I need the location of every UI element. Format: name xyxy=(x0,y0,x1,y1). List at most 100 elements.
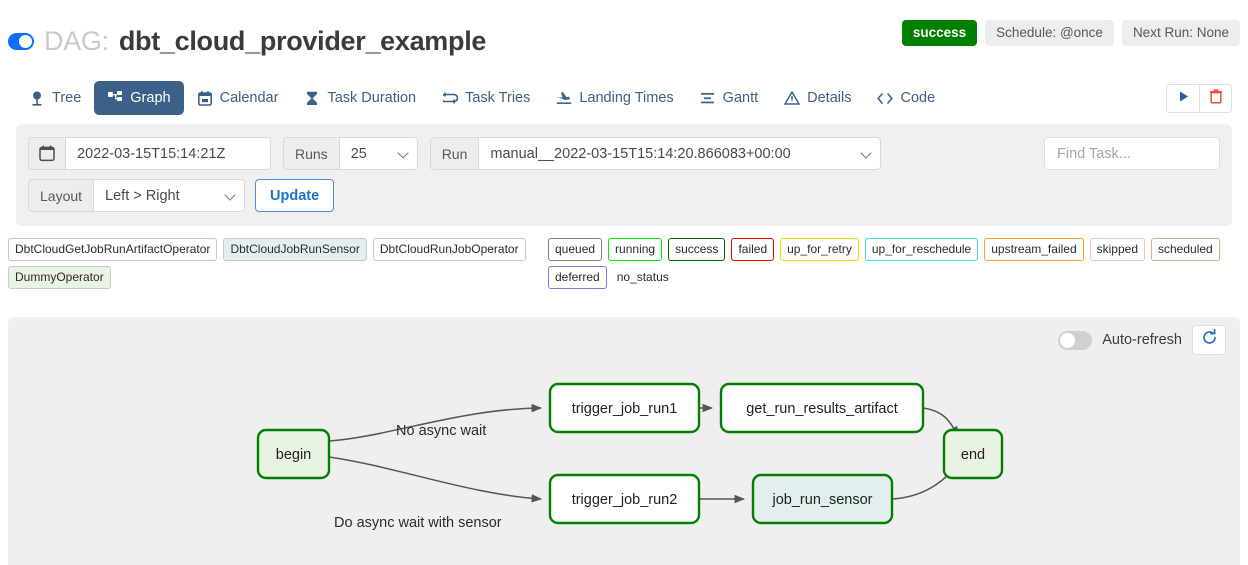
dag-pause-toggle[interactable] xyxy=(8,33,34,50)
schedule-badge[interactable]: Schedule: @once xyxy=(985,20,1114,46)
legend-state-scheduled[interactable]: scheduled xyxy=(1151,238,1220,261)
status-badge: success xyxy=(901,20,978,46)
edge-label-do-async-wait-with-sensor: Do async wait with sensor xyxy=(334,515,502,531)
legend-state-queued[interactable]: queued xyxy=(548,238,603,261)
tab-label: Tree xyxy=(52,90,82,106)
dag-run-value: manual__2022-03-15T15:14:20.866083+00:00 xyxy=(490,145,791,162)
run-label: Run xyxy=(429,137,479,170)
refresh-button[interactable] xyxy=(1192,325,1226,355)
auto-refresh-label: Auto-refresh xyxy=(1102,332,1182,348)
tab-label: Calendar xyxy=(219,90,279,106)
legend-state-upstream-failed[interactable]: upstream_failed xyxy=(984,238,1084,261)
delete-dag-button[interactable] xyxy=(1199,84,1232,113)
node-end[interactable]: end xyxy=(942,428,1004,480)
runs-label: Runs xyxy=(283,137,339,170)
tab-label: Details xyxy=(807,90,852,106)
base-date-input[interactable]: 2022-03-15T15:14:21Z xyxy=(65,137,271,170)
legend-operator-chip[interactable]: DbtCloudJobRunSensor xyxy=(223,238,367,261)
legend-state-skipped[interactable]: skipped xyxy=(1089,238,1145,261)
state-legend: queued running success failed up_for_ret… xyxy=(548,238,1242,289)
node-get-run-results-artifact[interactable]: get_run_results_artifact xyxy=(719,382,925,434)
tab-task-tries[interactable]: Task Tries xyxy=(429,81,543,115)
edge-begin-to-trigger-job-run2 xyxy=(328,456,543,503)
tab-label: Graph xyxy=(130,90,171,106)
toolbar-row-bottom: Layout Left > Right Update xyxy=(28,179,1220,212)
legend-state-success[interactable]: success xyxy=(668,238,726,261)
legend-operator-chip[interactable]: DbtCloudRunJobOperator xyxy=(372,238,526,261)
legend-operator-chip[interactable]: DummyOperator xyxy=(8,266,111,289)
node-begin[interactable]: begin xyxy=(256,428,331,480)
node-label: trigger_job_run1 xyxy=(572,401,678,417)
legend-state-deferred[interactable]: deferred xyxy=(548,266,607,289)
node-job-run-sensor[interactable]: job_run_sensor xyxy=(751,473,894,525)
view-tabs: Tree Graph Calendar Task Duration Task T… xyxy=(0,72,1248,124)
layout-group: Layout Left > Right xyxy=(28,179,246,212)
gantt-icon xyxy=(700,90,716,106)
node-trigger-job-run2[interactable]: trigger_job_run2 xyxy=(548,473,701,525)
tab-gantt[interactable]: Gantt xyxy=(687,81,771,115)
dag-toolbar: 2022-03-15T15:14:21Z Runs 25 Run manual_… xyxy=(16,124,1232,226)
legend-state-running[interactable]: running xyxy=(608,238,663,261)
find-task-input[interactable]: Find Task... xyxy=(1044,137,1220,170)
num-runs-value: 25 xyxy=(350,145,367,162)
tab-code[interactable]: Code xyxy=(864,81,948,115)
node-trigger-job-run1[interactable]: trigger_job_run1 xyxy=(548,382,701,434)
legend-state-no-status[interactable]: no_status xyxy=(616,270,669,284)
tab-task-duration[interactable]: Task Duration xyxy=(291,81,429,115)
dag-label: DAG: xyxy=(44,26,109,56)
tab-details[interactable]: Details xyxy=(771,81,864,115)
landing-icon xyxy=(556,90,572,106)
hourglass-icon xyxy=(304,90,320,106)
toolbar-row-top: 2022-03-15T15:14:21Z Runs 25 Run manual_… xyxy=(28,137,1220,170)
update-button[interactable]: Update xyxy=(255,179,335,212)
tab-landing-times[interactable]: Landing Times xyxy=(543,81,686,115)
node-label: begin xyxy=(276,447,311,463)
graph-edge-labels: No async wait Do async wait with sensor xyxy=(334,423,502,531)
tab-tree[interactable]: Tree xyxy=(16,81,94,115)
operator-legend: DbtCloudGetJobRunArtifactOperator DbtClo… xyxy=(8,238,538,289)
code-brackets-icon xyxy=(877,90,894,106)
tab-label: Task Tries xyxy=(465,90,531,106)
trigger-dag-button[interactable] xyxy=(1166,84,1199,113)
legend-state-failed[interactable]: failed xyxy=(731,238,775,261)
page-header: DAG: dbt_cloud_provider_example success … xyxy=(0,0,1248,72)
tab-label: Landing Times xyxy=(579,90,674,106)
legend: DbtCloudGetJobRunArtifactOperator DbtClo… xyxy=(0,238,1248,289)
legend-state-up-for-retry[interactable]: up_for_retry xyxy=(780,238,859,261)
dag-action-buttons xyxy=(1166,84,1232,113)
refresh-icon xyxy=(1201,328,1218,351)
dag-graph[interactable]: No async wait Do async wait with sensor … xyxy=(8,317,1240,565)
edge-begin-to-trigger-job-run1 xyxy=(328,403,543,442)
layout-label: Layout xyxy=(28,179,94,212)
tree-icon xyxy=(29,90,45,106)
tab-calendar[interactable]: Calendar xyxy=(184,81,292,115)
num-runs-group: Runs 25 xyxy=(283,137,418,170)
retry-icon xyxy=(442,90,458,106)
tab-label: Task Duration xyxy=(327,90,417,106)
tab-graph[interactable]: Graph xyxy=(94,81,184,115)
layout-select[interactable]: Left > Right xyxy=(93,179,246,212)
next-run-badge: Next Run: None xyxy=(1121,20,1240,46)
tab-label: Gantt xyxy=(722,90,759,106)
graph-controls: Auto-refresh xyxy=(1058,325,1226,355)
chevron-down-icon xyxy=(860,146,873,159)
dag-name: dbt_cloud_provider_example xyxy=(118,26,487,56)
calendar-icon[interactable] xyxy=(28,137,65,170)
tab-label: Code xyxy=(900,90,936,106)
auto-refresh-toggle[interactable] xyxy=(1058,330,1093,350)
dag-run-select[interactable]: manual__2022-03-15T15:14:20.866083+00:00 xyxy=(478,137,882,170)
legend-operator-chip[interactable]: DbtCloudGetJobRunArtifactOperator xyxy=(8,238,218,261)
node-label: trigger_job_run2 xyxy=(572,492,678,508)
node-label: end xyxy=(961,447,985,463)
num-runs-select[interactable]: 25 xyxy=(338,137,418,170)
node-label: get_run_results_artifact xyxy=(746,401,898,417)
header-badges: success Schedule: @once Next Run: None xyxy=(901,20,1240,46)
trash-icon xyxy=(1209,88,1223,109)
dag-run-group: Run manual__2022-03-15T15:14:20.866083+0… xyxy=(429,137,882,170)
graph-canvas-panel: Auto-refresh No async xyxy=(8,317,1240,565)
page-title: DAG: dbt_cloud_provider_example xyxy=(8,26,486,57)
edge-label-no-async-wait: No async wait xyxy=(396,423,486,439)
base-date-group: 2022-03-15T15:14:21Z xyxy=(28,137,271,170)
node-label: job_run_sensor xyxy=(772,492,873,508)
legend-state-up-for-reschedule[interactable]: up_for_reschedule xyxy=(864,238,979,261)
